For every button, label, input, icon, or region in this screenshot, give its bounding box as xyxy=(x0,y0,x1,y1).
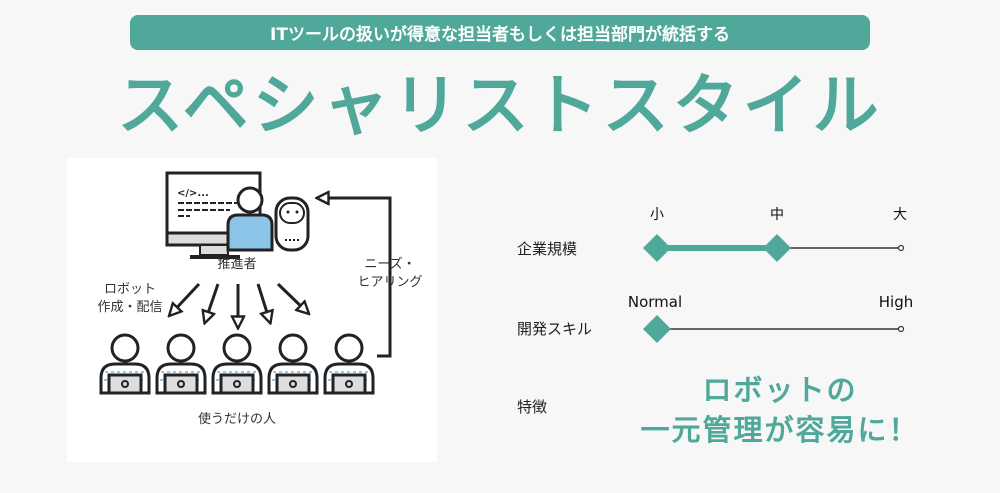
feature-text-1: ロボットの xyxy=(702,373,858,407)
user-icon xyxy=(211,333,263,395)
promoter-person-icon xyxy=(226,186,274,252)
tick-medium: 中 xyxy=(770,207,784,223)
dev-skill-scale xyxy=(643,315,905,343)
feature-text-2: 一元管理が容易に！ xyxy=(640,413,920,447)
feature-label: 特徴 xyxy=(517,398,548,416)
user-icon xyxy=(155,333,207,395)
company-size-scale xyxy=(643,234,905,262)
user-icon xyxy=(267,333,319,395)
needs-label-2: ヒアリング xyxy=(357,275,423,290)
tick-normal: Normal xyxy=(627,293,683,311)
user-icon xyxy=(99,333,151,395)
dev-skill-label: 開発スキル xyxy=(517,320,593,338)
users-label: 使うだけの人 xyxy=(197,412,276,427)
robot-icon xyxy=(274,196,310,252)
distribute-label-2: 作成・配信 xyxy=(97,300,163,315)
feedback-arrow xyxy=(318,198,392,358)
tick-small: 小 xyxy=(650,207,664,223)
user-icon xyxy=(323,333,375,395)
distribution-arrows xyxy=(170,282,308,327)
tick-high: High xyxy=(878,293,914,311)
promoter-label: 推進者 xyxy=(217,257,257,272)
header-banner: ITツールの扱いが得意な担当者もしくは担当部門が統括する xyxy=(130,15,870,50)
distribute-label-1: ロボット xyxy=(103,282,156,297)
page-title: スペシャリストスタイル xyxy=(117,67,883,144)
tick-large: 大 xyxy=(893,207,907,223)
svg-text:</>...: </>... xyxy=(177,188,209,199)
company-size-label: 企業規模 xyxy=(517,240,578,258)
needs-label-1: ニーズ・ xyxy=(364,257,416,272)
